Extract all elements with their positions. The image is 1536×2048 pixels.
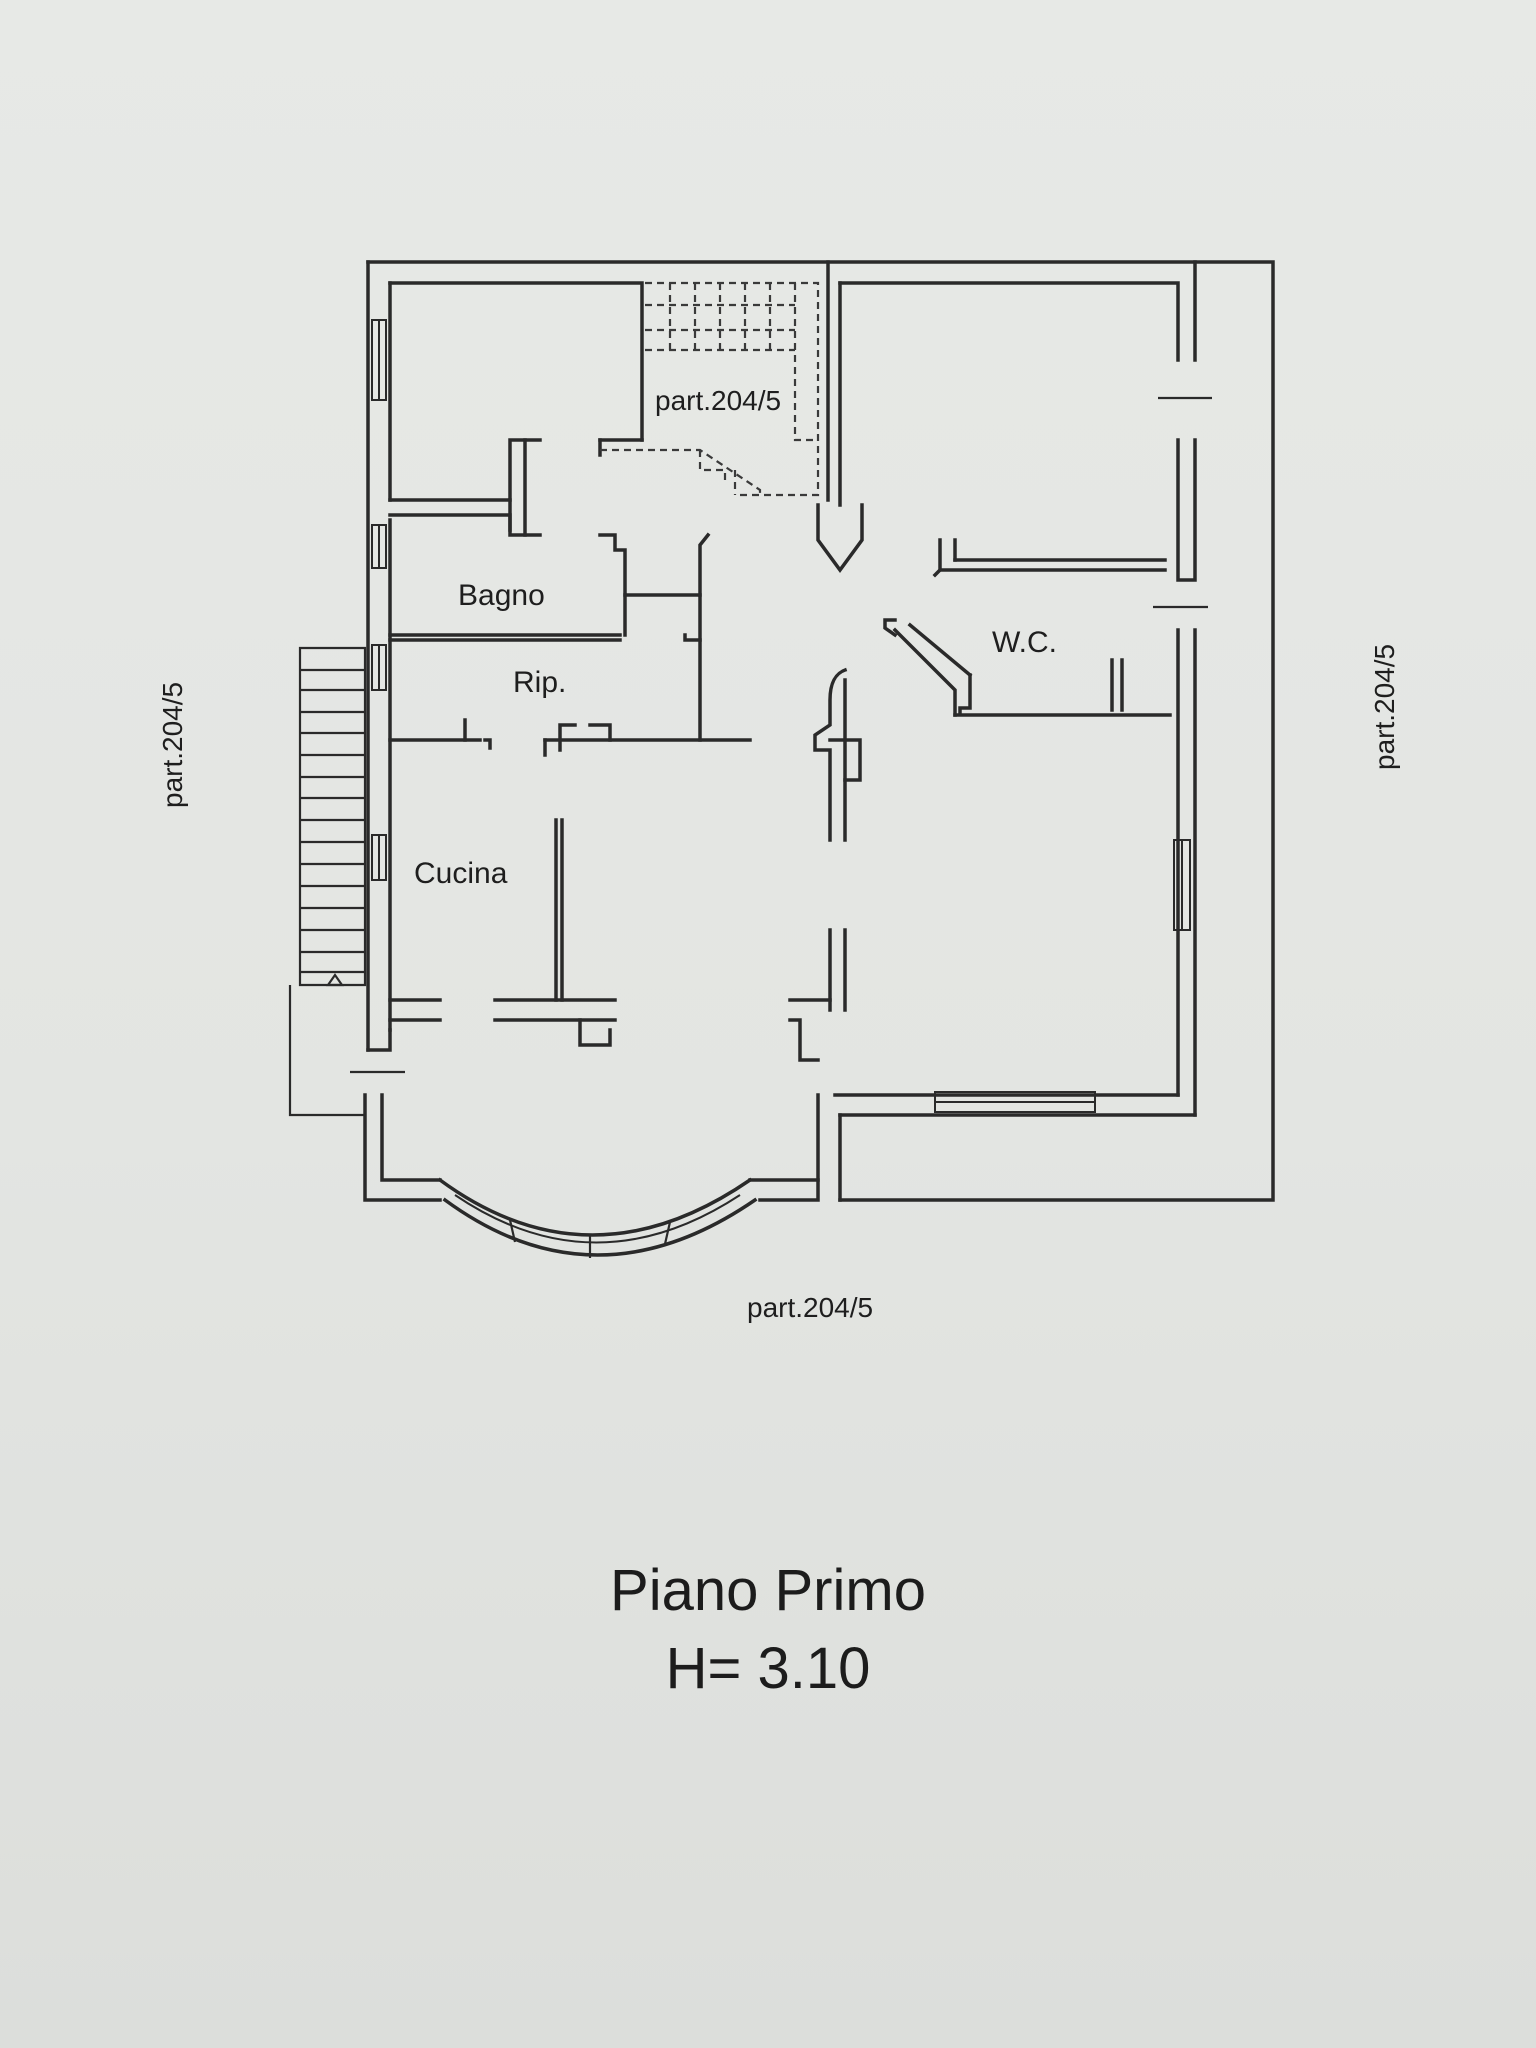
bagno-room	[388, 513, 711, 742]
wc-room	[883, 538, 1172, 717]
windows	[371, 319, 1191, 1113]
cucina-room	[366, 818, 617, 1052]
upper-left-room	[388, 438, 644, 537]
external-stairs	[288, 646, 405, 1117]
room-label-ripostiglio: Rip.	[513, 666, 566, 699]
parcel-label-bottom: part.204/5	[747, 1292, 873, 1323]
ripostiglio-room	[388, 638, 752, 757]
floor-height: H= 3.10	[665, 1636, 871, 1701]
outer-walls	[366, 260, 1275, 1202]
bay-window-area	[363, 1093, 820, 1258]
room-labels: part.204/5 Bagno Rip. Cucina W.C. part.2…	[157, 385, 1400, 1323]
room-label-cucina: Cucina	[414, 857, 508, 890]
central-partitions	[788, 667, 862, 1062]
pillar	[816, 503, 864, 573]
floor-title: Piano Primo	[610, 1558, 926, 1623]
room-label-bagno: Bagno	[458, 579, 545, 612]
parcel-label-right: part.204/5	[1369, 644, 1400, 770]
parcel-label-left: part.204/5	[157, 682, 188, 808]
stairs-upper	[600, 281, 820, 497]
parcel-label-top: part.204/5	[655, 385, 781, 416]
room-label-wc: W.C.	[992, 626, 1057, 659]
